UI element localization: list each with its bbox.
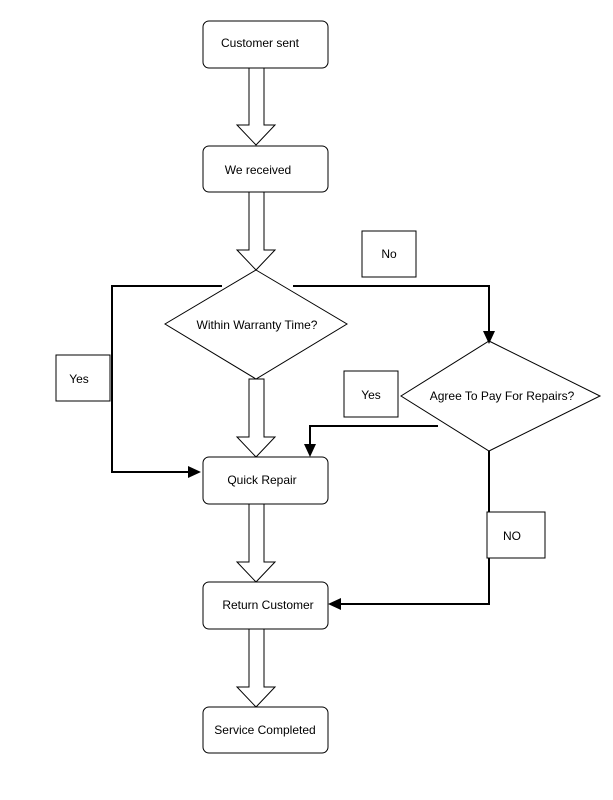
node-agree-to-pay: Agree To Pay For Repairs? bbox=[400, 340, 602, 452]
label-yes-pay: Yes bbox=[361, 388, 381, 402]
node-agree-to-pay-label: Agree To Pay For Repairs? bbox=[430, 389, 575, 403]
label-box-yes-pay: Yes bbox=[343, 370, 399, 418]
node-return-customer-label: Return Customer bbox=[222, 598, 313, 612]
node-service-completed-label: Service Completed bbox=[214, 723, 315, 737]
label-box-no-pay: NO bbox=[486, 511, 546, 559]
flow-arrow-repair-to-return bbox=[235, 503, 277, 583]
flow-arrow-sent-to-received bbox=[235, 67, 277, 146]
connector-warranty-no bbox=[293, 285, 495, 344]
connector-warranty-yes bbox=[111, 285, 222, 478]
label-box-no-warranty: No bbox=[361, 230, 417, 278]
connector-pay-yes bbox=[304, 425, 438, 457]
node-within-warranty: Within Warranty Time? bbox=[164, 269, 348, 380]
label-box-yes-warranty: Yes bbox=[55, 354, 111, 402]
node-return-customer: Return Customer bbox=[202, 581, 329, 630]
node-we-received-label: We received bbox=[225, 163, 291, 177]
node-quick-repair: Quick Repair bbox=[202, 456, 329, 505]
flow-arrow-warranty-to-repair bbox=[235, 378, 277, 458]
node-we-received: We received bbox=[202, 145, 329, 193]
label-no-pay: NO bbox=[503, 529, 521, 543]
node-quick-repair-label: Quick Repair bbox=[227, 473, 296, 487]
connector-pay-no bbox=[328, 451, 490, 610]
node-customer-sent: Customer sent bbox=[202, 20, 329, 69]
flow-arrow-received-to-warranty bbox=[235, 191, 277, 271]
node-service-completed: Service Completed bbox=[202, 706, 329, 754]
label-no-warranty: No bbox=[381, 247, 397, 261]
node-customer-sent-label: Customer sent bbox=[221, 36, 300, 50]
flow-arrow-return-to-completed bbox=[235, 628, 277, 708]
node-within-warranty-label: Within Warranty Time? bbox=[197, 318, 318, 332]
label-yes-warranty: Yes bbox=[69, 372, 89, 386]
